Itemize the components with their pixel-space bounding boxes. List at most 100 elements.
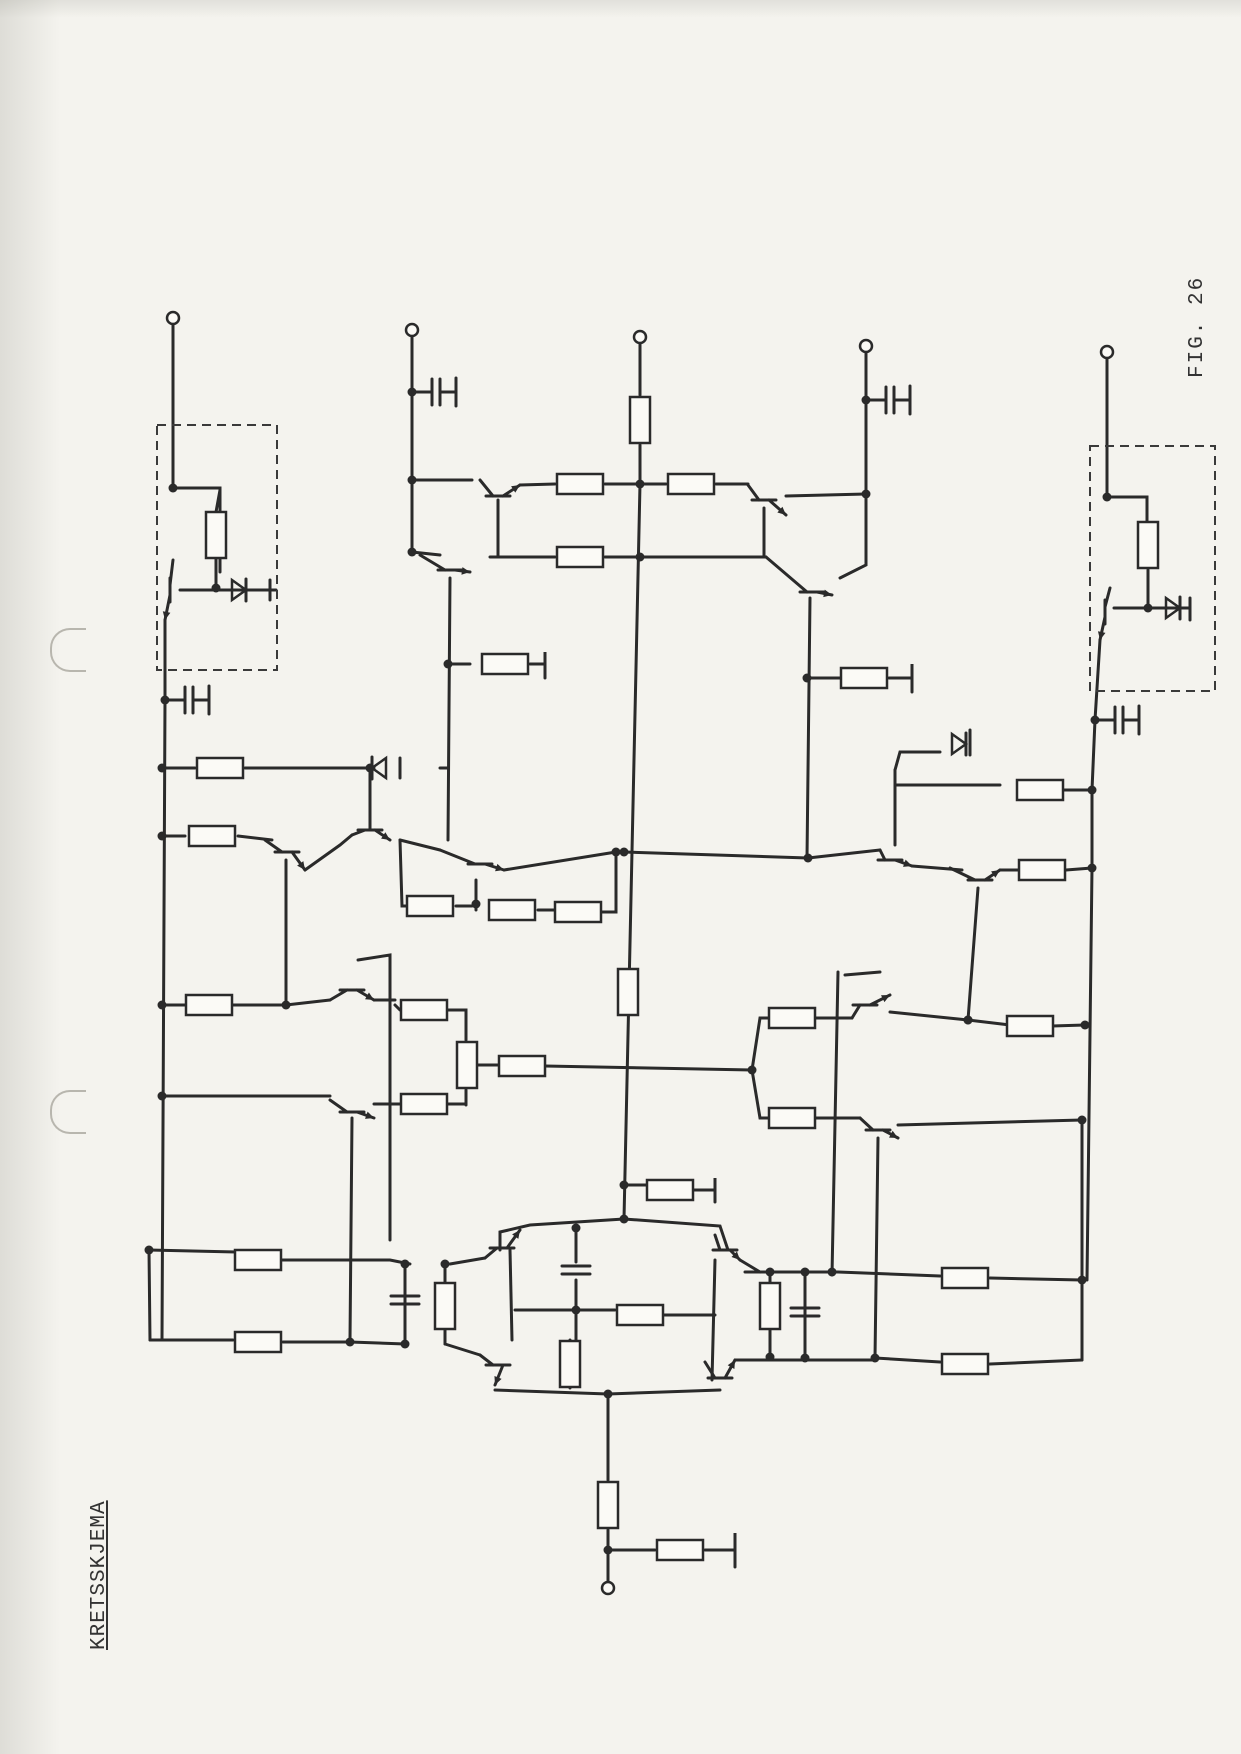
junction-dot — [635, 552, 645, 562]
wires — [147, 322, 1192, 1584]
wire — [703, 1533, 737, 1569]
resistor-21 — [399, 1092, 449, 1116]
resistor-24 — [767, 1106, 817, 1130]
wire — [398, 838, 442, 852]
scan-shadow-left — [0, 0, 60, 1754]
terminal-3 — [632, 329, 648, 345]
junction-dot — [1087, 785, 1097, 795]
resistor-1 — [204, 510, 228, 560]
resistor-10 — [616, 967, 640, 1017]
wire — [518, 482, 557, 487]
wire — [838, 492, 868, 580]
bypass-capacitor-1 — [163, 684, 211, 716]
transistor-3 — [350, 828, 392, 842]
junction-dot — [603, 1545, 613, 1555]
resistor-2 — [195, 756, 245, 780]
junction-dot — [281, 1000, 291, 1010]
resistor-20 — [497, 1054, 547, 1078]
transistor-7 — [764, 555, 834, 598]
transistor-19 — [703, 1358, 737, 1380]
resistor-18 — [399, 998, 449, 1022]
transistor-11 — [1097, 586, 1112, 642]
wire — [214, 488, 222, 514]
wire — [281, 1340, 407, 1346]
wire — [448, 1256, 487, 1266]
wire — [806, 848, 882, 860]
bypass-capacitor-4 — [1093, 704, 1141, 736]
wire — [896, 1118, 1084, 1127]
resistor-22 — [767, 1006, 817, 1030]
terminal-4 — [858, 338, 874, 354]
resistor-28 — [433, 1281, 457, 1331]
junction-dot — [861, 489, 871, 499]
transistor-2 — [263, 838, 307, 872]
bypass-capacitor-3 — [864, 384, 912, 416]
terminals — [165, 310, 1115, 1596]
resistor-23 — [1005, 1014, 1055, 1038]
resistor-25 — [645, 1178, 695, 1202]
transistor-12 — [328, 988, 376, 1002]
wire — [887, 664, 914, 694]
junction-dot — [407, 475, 417, 485]
wire — [446, 576, 452, 842]
wire — [502, 850, 618, 872]
junction-dot — [345, 1337, 355, 1347]
potentiometer — [455, 1040, 479, 1090]
wire — [873, 1136, 880, 1360]
terminal-5 — [1099, 344, 1115, 360]
resistor-6 — [628, 395, 652, 445]
junction-dot — [144, 1245, 154, 1255]
wire — [1105, 448, 1149, 542]
junction-dot — [803, 853, 813, 863]
junction-dot — [603, 1389, 613, 1399]
junction-dot — [157, 763, 167, 773]
resistor-4 — [555, 472, 605, 496]
transistor-15 — [858, 1116, 900, 1140]
wire — [147, 1248, 152, 1342]
punch-hole-bottom — [50, 1090, 86, 1134]
junction-dot — [747, 1065, 757, 1075]
junction-dot — [765, 1267, 775, 1277]
junction-dot — [443, 659, 453, 669]
capacitors — [163, 376, 1141, 1318]
wire — [893, 750, 942, 772]
resistor-34 — [596, 1480, 620, 1530]
bypass-capacitor-2 — [410, 376, 458, 408]
wire — [598, 850, 618, 914]
wire — [498, 1217, 626, 1252]
junction-dot — [440, 1259, 450, 1269]
transistor-18 — [711, 1233, 742, 1262]
junction-dot — [211, 583, 221, 593]
wire — [710, 1258, 717, 1382]
junction-dot — [407, 547, 417, 557]
wire — [843, 970, 882, 977]
wire — [622, 1217, 730, 1252]
wire — [443, 1342, 482, 1357]
junction-dot — [571, 1305, 581, 1315]
wire — [1093, 638, 1102, 722]
junction-dot — [619, 1180, 629, 1190]
resistor-33 — [940, 1352, 990, 1376]
transistor-5 — [746, 483, 788, 517]
junction-dot — [1077, 1115, 1087, 1125]
transistor-13 — [328, 1098, 376, 1120]
resistor-11 — [405, 894, 455, 918]
junction-dot — [471, 899, 481, 909]
dashed-shield-box — [1089, 445, 1216, 692]
wire — [446, 1008, 468, 1042]
wire — [738, 1258, 762, 1274]
transistor-14 — [850, 993, 892, 1020]
scan-shadow-top — [0, 0, 1241, 18]
wire — [888, 1010, 970, 1022]
transistor-4 — [478, 478, 522, 498]
junction-dot — [157, 1091, 167, 1101]
resistor-30 — [615, 1303, 665, 1327]
junction-dot — [1143, 603, 1153, 613]
resistor-7 — [555, 545, 605, 569]
resistor-12 — [487, 898, 537, 922]
terminal-2 — [404, 322, 420, 338]
wire — [988, 1358, 1084, 1366]
junction-dot — [400, 1339, 410, 1349]
junction-dot — [1090, 715, 1100, 725]
junction-dot — [571, 1223, 581, 1233]
